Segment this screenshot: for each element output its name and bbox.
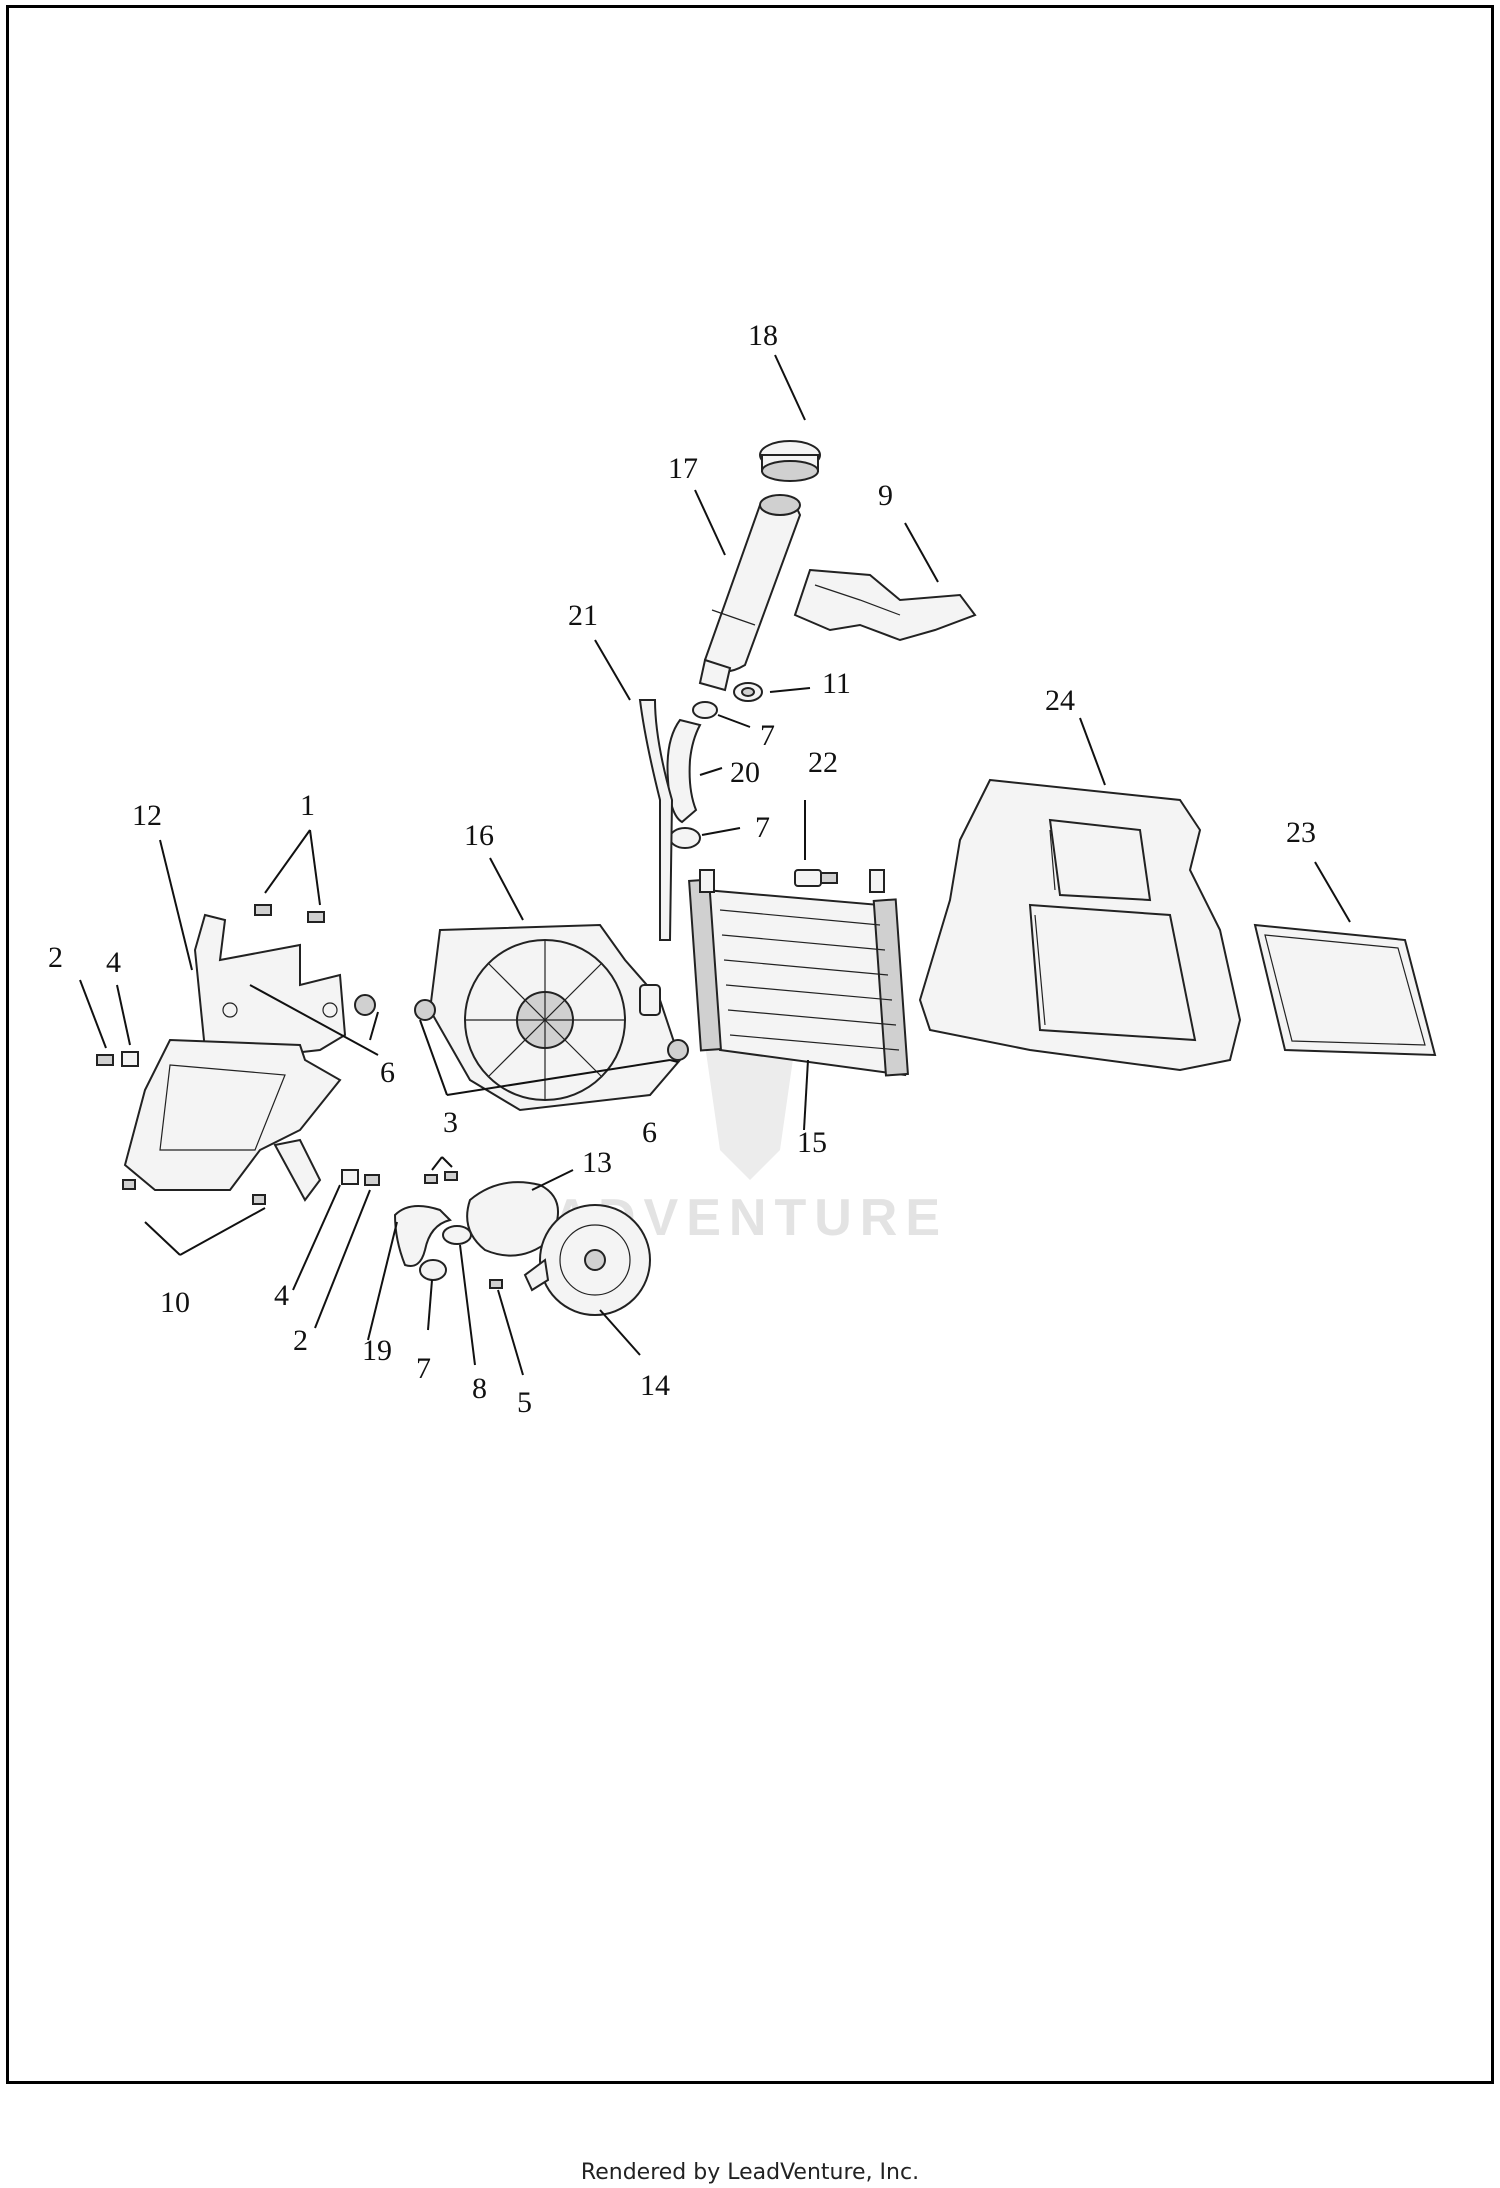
part-15-radiator (688, 869, 909, 1077)
callout-14: 14 (640, 1369, 670, 1402)
callout-7-lower: 7 (416, 1352, 431, 1385)
callout-21: 21 (568, 599, 598, 632)
callout-3: 3 (443, 1106, 458, 1139)
callout-4-lower: 4 (274, 1279, 289, 1312)
callout-24: 24 (1045, 684, 1075, 717)
part-10-bracket (123, 1038, 342, 1202)
callout-19: 19 (362, 1334, 392, 1367)
callout-11: 11 (822, 667, 851, 700)
callouts: 18 17 9 21 11 7 20 22 7 24 23 12 1 16 2 … (48, 319, 1316, 1419)
part-9-bracket (793, 568, 977, 642)
callout-17: 17 (668, 452, 698, 485)
part-1-bolts (254, 904, 325, 923)
callout-18: 18 (748, 319, 778, 352)
part-21-hose (638, 699, 674, 941)
callout-9: 9 (878, 479, 893, 512)
part-10-bolts (122, 1179, 266, 1205)
part-2-bolt-lower (364, 1174, 380, 1186)
part-14-pump (523, 1204, 651, 1316)
callout-10: 10 (160, 1286, 190, 1319)
callout-6-bracket: 6 (380, 1056, 395, 1089)
part-11-grommet (733, 682, 763, 702)
part-3-screws (424, 1171, 458, 1184)
part-2-bolt-upper (96, 1054, 114, 1066)
callout-2-lower: 2 (293, 1324, 308, 1357)
part-20-hose (666, 718, 702, 824)
callout-13: 13 (582, 1146, 612, 1179)
part-24-shroud (918, 778, 1242, 1072)
callout-4-upper: 4 (106, 946, 121, 979)
callout-7-middle: 7 (755, 811, 770, 844)
part-17-reservoir (698, 494, 802, 692)
part-7-clamp-upper (692, 701, 718, 719)
part-16-fan (428, 923, 682, 1112)
callout-2-upper: 2 (48, 941, 63, 974)
callout-16: 16 (464, 819, 494, 852)
part-19-hose (393, 1205, 452, 1267)
callout-22: 22 (808, 746, 838, 779)
diagram-frame (6, 5, 1494, 2084)
part-7-clamp-middle (669, 827, 701, 849)
part-4-spacer-lower (341, 1169, 359, 1185)
callout-7-upper: 7 (760, 719, 775, 752)
callout-23: 23 (1286, 816, 1316, 849)
part-5-screw (489, 1279, 503, 1289)
callout-6-fan: 6 (642, 1116, 657, 1149)
callout-15: 15 (797, 1126, 827, 1159)
callout-8: 8 (472, 1372, 487, 1405)
part-12-bracket (193, 913, 347, 1062)
part-7-clamp-lower (419, 1259, 447, 1281)
part-6-nuts-fan (414, 999, 689, 1061)
part-22-sensor (794, 869, 838, 887)
part-23-screen (1253, 923, 1437, 1057)
part-18-cap (759, 440, 821, 482)
callout-20: 20 (730, 756, 760, 789)
footer-credit: Rendered by LeadVenture, Inc. (580, 2160, 920, 2185)
leader-lines (79, 354, 1351, 1376)
part-4-spacer-upper (121, 1051, 139, 1067)
callout-5: 5 (517, 1386, 532, 1419)
callout-1: 1 (300, 789, 315, 822)
part-8-clamp (442, 1225, 472, 1245)
callout-12: 12 (132, 799, 162, 832)
